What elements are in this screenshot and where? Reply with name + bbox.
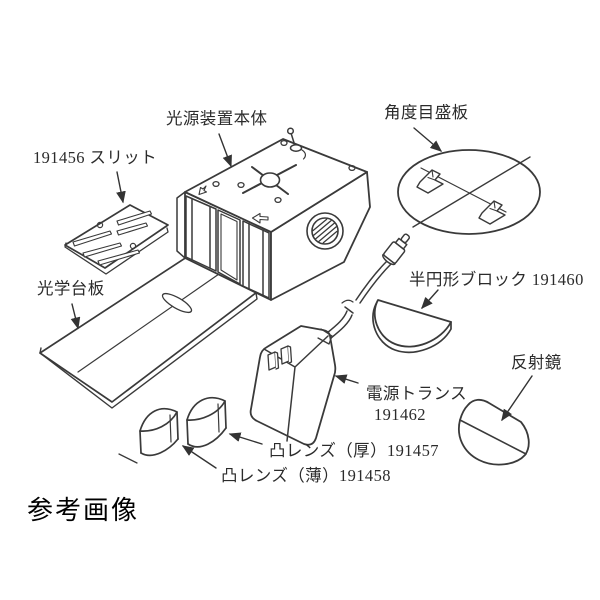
leader-angle-plate — [413, 127, 443, 152]
leader-lens-thick — [228, 432, 263, 445]
dc-plug — [382, 233, 411, 266]
leader-line-fragment — [118, 453, 138, 464]
label-optical-bench: 光学台板 — [37, 279, 105, 298]
strain-relief — [317, 328, 333, 345]
slit-hole — [129, 242, 137, 250]
filter-holder-right — [242, 220, 270, 299]
leader-light-source — [218, 133, 232, 168]
output-lens — [306, 212, 344, 250]
adjustment-knob — [242, 164, 297, 195]
convex-lens-thin — [118, 407, 179, 464]
power-transformer — [249, 325, 337, 446]
label-semicircular-block: 半円形ブロック 191460 — [409, 270, 584, 289]
angle-scale-plate — [397, 149, 541, 235]
label-lens-thick: 凸レンズ（厚）191457 — [269, 441, 439, 460]
pointer-block-right — [478, 200, 506, 225]
label-lens-thin: 凸レンズ（薄）191458 — [221, 466, 391, 485]
slit-hole — [96, 221, 104, 229]
leader-slit — [116, 171, 126, 204]
label-reflector: 反射鏡 — [511, 353, 562, 372]
semicircular-block — [372, 299, 452, 354]
filter-holder-left — [185, 195, 217, 272]
printed-arrow-right — [251, 212, 269, 224]
leader-mirror — [501, 375, 533, 422]
printed-arrow-left — [198, 185, 208, 196]
slit-plate — [64, 204, 169, 275]
bench-center-slot — [161, 292, 193, 314]
mirror-edge-line — [459, 419, 527, 455]
slit-openings — [72, 210, 153, 266]
label-angle-scale-plate: 角度目盛板 — [384, 103, 469, 122]
pointer-block-left — [416, 169, 444, 194]
light-source-body — [176, 127, 371, 301]
power-switch — [286, 127, 306, 160]
screw-holes — [212, 139, 356, 204]
leader-arrows — [70, 127, 533, 469]
reflector-mirror — [458, 398, 530, 466]
front-opening — [217, 209, 241, 285]
convex-lens-thick — [186, 396, 227, 448]
leader-bench — [70, 303, 81, 330]
cable-break — [344, 306, 354, 314]
label-transformer-number: 191462 — [374, 405, 426, 424]
label-transformer-name: 電源トランス — [366, 384, 468, 403]
plug-prongs — [267, 345, 293, 371]
label-slit: 191456 スリット — [33, 148, 158, 167]
leader-block — [421, 289, 439, 310]
disc-diagonal-line — [412, 156, 531, 228]
label-light-source-body: 光源装置本体 — [166, 109, 268, 128]
leader-lens-thin — [181, 445, 217, 469]
bench-center-line — [77, 273, 220, 373]
power-cable — [326, 260, 392, 339]
leader-transformer — [334, 374, 359, 384]
caption-reference-image: 参考画像 — [27, 496, 140, 526]
